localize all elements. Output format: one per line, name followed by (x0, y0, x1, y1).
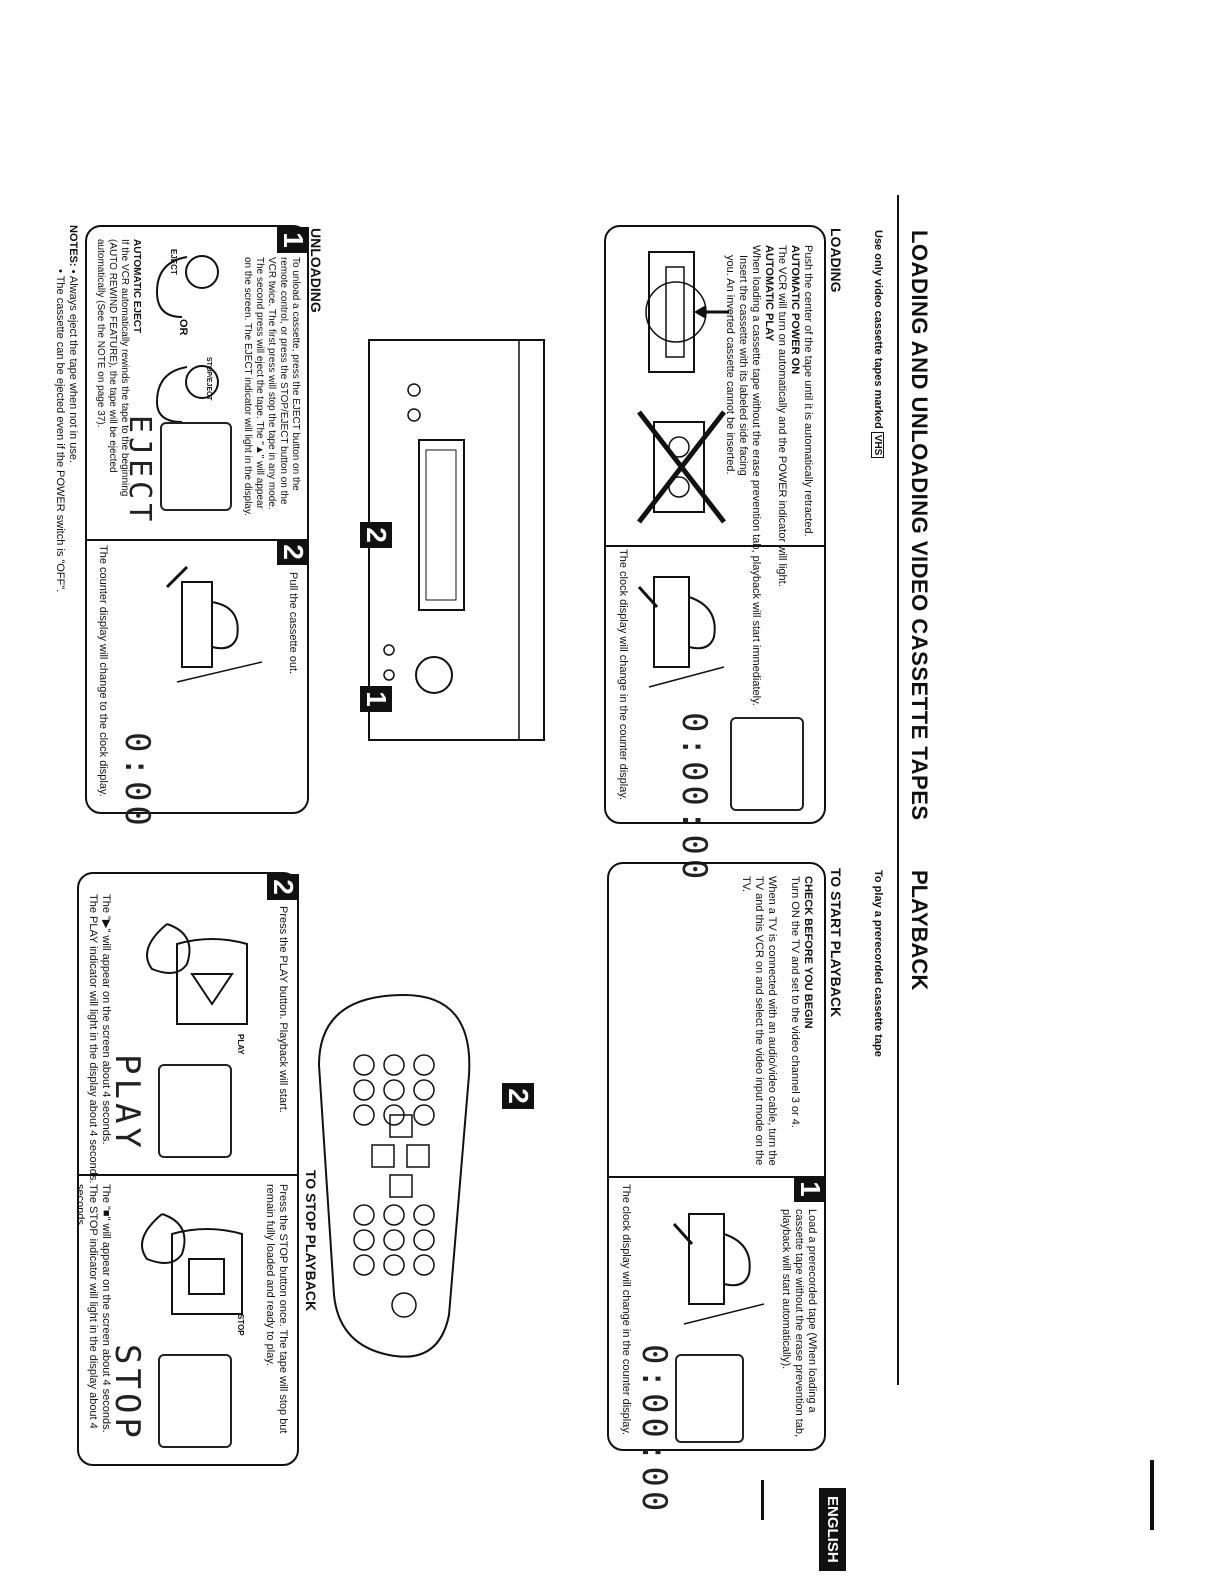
unloading-box: 1 To unload a cassette, press the EJECT … (85, 225, 309, 830)
play-button-hand-illustration (146, 923, 248, 1025)
start-playback-box: CHECK BEFORE YOU BEGIN Turn ON the TV an… (607, 862, 826, 1515)
notes-block: NOTES: • Always eject the tape when not … (53, 225, 79, 592)
play-step1-text: Load a prerecorded tape (When loading a … (780, 1209, 818, 1438)
eject-hand-illustration (155, 255, 219, 423)
vhs-note-text: Use only video cassette tapes marked (872, 230, 884, 429)
vhs-mark: VHS (871, 431, 884, 459)
notes-label: NOTES: (67, 225, 79, 267)
play-stop-divider (79, 1174, 297, 1176)
av-cable-text: When a TV is connected with an audio/vid… (740, 876, 778, 1166)
or-label: OR (177, 319, 189, 336)
stop-text: Press the STOP button once. The tape wil… (264, 1184, 289, 1434)
vcr-callout-1: 1 (360, 686, 392, 712)
hand-insert-illustration (637, 576, 725, 688)
stop-button-label: STOP (236, 1314, 245, 1336)
loading-heading: LOADING (828, 228, 844, 293)
play-note-1: The "▶" will appear on the screen about … (100, 894, 112, 1145)
loading-counter-display: 0:00:00 (674, 712, 714, 884)
cassette-insert-illustration (645, 251, 729, 373)
stop-display: STOP (107, 1344, 147, 1442)
vcr-illustration (368, 339, 545, 741)
english-badge: ENGLISH (819, 1488, 846, 1571)
right-title-rule (897, 885, 899, 1385)
unload-clock-display: 0:00 (117, 732, 157, 830)
remote-callout-2: 2 (502, 1083, 534, 1109)
loading-clock-text: The clock display will change in the cou… (617, 549, 629, 801)
stop-notes: The "■" will appear on the screen about … (73, 1184, 112, 1464)
start-playback-heading: TO START PLAYBACK (828, 868, 844, 1018)
play-button-label: PLAY (236, 1034, 245, 1055)
stop-note-2: The STOP indicator will light in the dis… (74, 1184, 99, 1429)
remote-control-illustration (317, 993, 471, 1358)
unload-clock-text: The counter display will change to the c… (97, 545, 109, 797)
inverted-cassette-illustration (637, 410, 726, 524)
unload-step1-text: To unload a cassette, press the EJECT bu… (242, 257, 301, 517)
vhs-note: Use only video cassette tapes marked VHS (871, 230, 884, 459)
play-notes: The "▶" will appear on the screen about … (86, 894, 112, 1184)
title-rule (897, 195, 899, 885)
unload-step1-number: 1 (277, 227, 309, 253)
play-step1-lcd (675, 1354, 744, 1443)
check-block: CHECK BEFORE YOU BEGIN Turn ON the TV an… (739, 876, 814, 1166)
play-stop-box: 2 Press the PLAY button. Playback will s… (74, 872, 299, 1466)
check-heading: CHECK BEFORE YOU BEGIN (802, 876, 814, 1029)
play-lcd (158, 1064, 232, 1158)
unload-step2-text: Pull the cassette out. (287, 572, 299, 675)
play-step1-counter: 0:00:00 (634, 1344, 674, 1516)
stop-eject-button-label: STOP/EJECT (205, 357, 212, 401)
play-step2-number: 2 (267, 874, 299, 900)
play-step2-text: Press the PLAY button. Playback will sta… (277, 906, 289, 1113)
note-2: • The cassette can be ejected even if th… (54, 269, 66, 593)
check-text: Turn ON the TV and set to the video chan… (789, 876, 801, 1128)
loading-lcd (730, 717, 804, 811)
play-step1-number: 1 (794, 1176, 826, 1202)
loading-box: Push the center of the tape until it is … (604, 225, 826, 883)
start-box-divider (609, 1176, 824, 1178)
eject-button-label: EJECT (169, 249, 178, 275)
left-page-title: LOADING AND UNLOADING VIDEO CASSETTE TAP… (907, 230, 932, 821)
load-tape-illustration (672, 1213, 765, 1325)
stop-button-hand-illustration (141, 1213, 243, 1315)
play-note-2: The PLAY indicator will light in the dis… (87, 894, 99, 1184)
playback-subtitle: To play a prerecorded cassette tape (872, 870, 884, 1057)
unload-step2-number: 2 (277, 539, 309, 565)
stop-lcd (158, 1354, 232, 1448)
unloading-divider (87, 539, 307, 541)
page-mark-bar (1150, 1460, 1154, 1530)
unloading-heading: UNLOADING (308, 228, 324, 313)
pull-cassette-illustration (165, 565, 263, 683)
right-page-title: PLAYBACK (907, 870, 932, 991)
stop-playback-heading: TO STOP PLAYBACK (303, 1170, 319, 1312)
play-display: PLAY (107, 1054, 147, 1152)
loading-divider (606, 545, 824, 547)
stop-note-1: The "■" will appear on the screen about … (100, 1184, 112, 1433)
page-number-mark (761, 1480, 764, 1520)
eject-lcd (160, 422, 232, 511)
vcr-callout-2: 2 (360, 522, 392, 548)
eject-display: EJECT (122, 415, 157, 526)
note-1: • Always eject the tape when not in use. (67, 269, 79, 464)
play-step1-clock-text: The clock display will change in the cou… (620, 1184, 632, 1436)
